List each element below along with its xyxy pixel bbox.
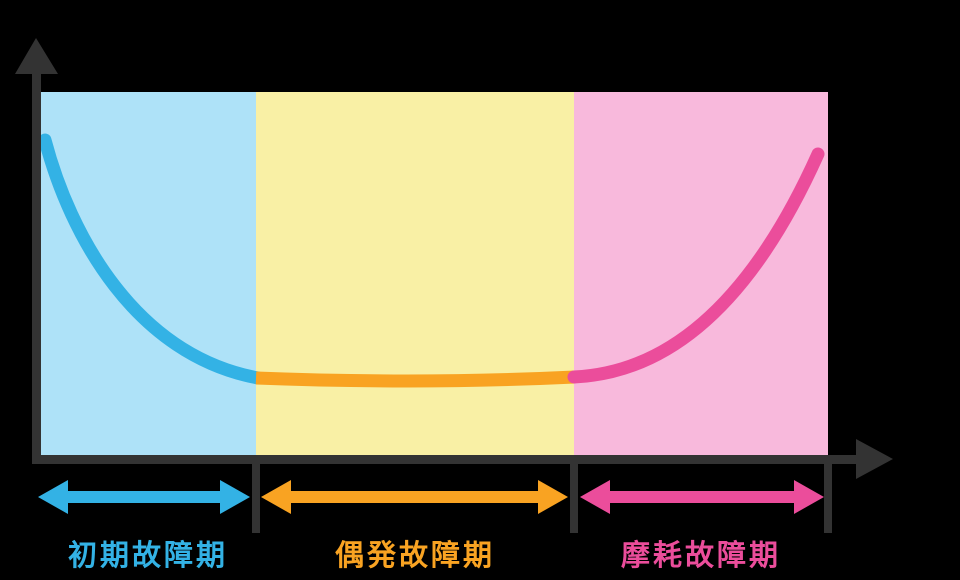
curve-segment-initial [38,133,265,385]
plot-area [40,92,828,455]
y-axis-line [32,68,41,463]
span-arrow-wearout-right-head [794,480,824,514]
phase-span-arrows [38,480,824,514]
curve-segment-random [255,370,576,388]
span-arrow-wearout-shaft [605,491,799,503]
y-axis-arrowhead [15,38,58,74]
axis-tick-end [824,459,832,533]
axes [15,38,893,533]
band-random-failure [256,92,574,455]
band-initial-failure [40,92,256,455]
phase-label-random-failure: 偶発故障期 [334,538,495,572]
failure-rate-curve [38,133,825,388]
span-arrow-wearout [580,480,824,514]
span-arrow-random-shaft [286,491,542,503]
span-arrow-random-right-head [538,480,568,514]
span-arrow-wearout-left-head [580,480,610,514]
band-wearout-failure [574,92,828,455]
span-arrow-random [261,480,568,514]
span-arrow-initial-shaft [64,491,226,503]
phase-label-wearout-failure: 摩耗故障期 [620,538,781,572]
x-axis-arrowhead [856,439,893,479]
phase-label-initial-failure: 初期故障期 [67,538,228,572]
axis-tick-initial-random [252,459,260,533]
span-arrow-initial [38,480,250,514]
span-arrow-initial-right-head [220,480,250,514]
span-arrow-initial-left-head [38,480,68,514]
x-axis-line [32,455,858,464]
curve-segment-wearout [567,147,825,384]
axis-tick-random-wearout [570,459,578,533]
span-arrow-random-left-head [261,480,291,514]
